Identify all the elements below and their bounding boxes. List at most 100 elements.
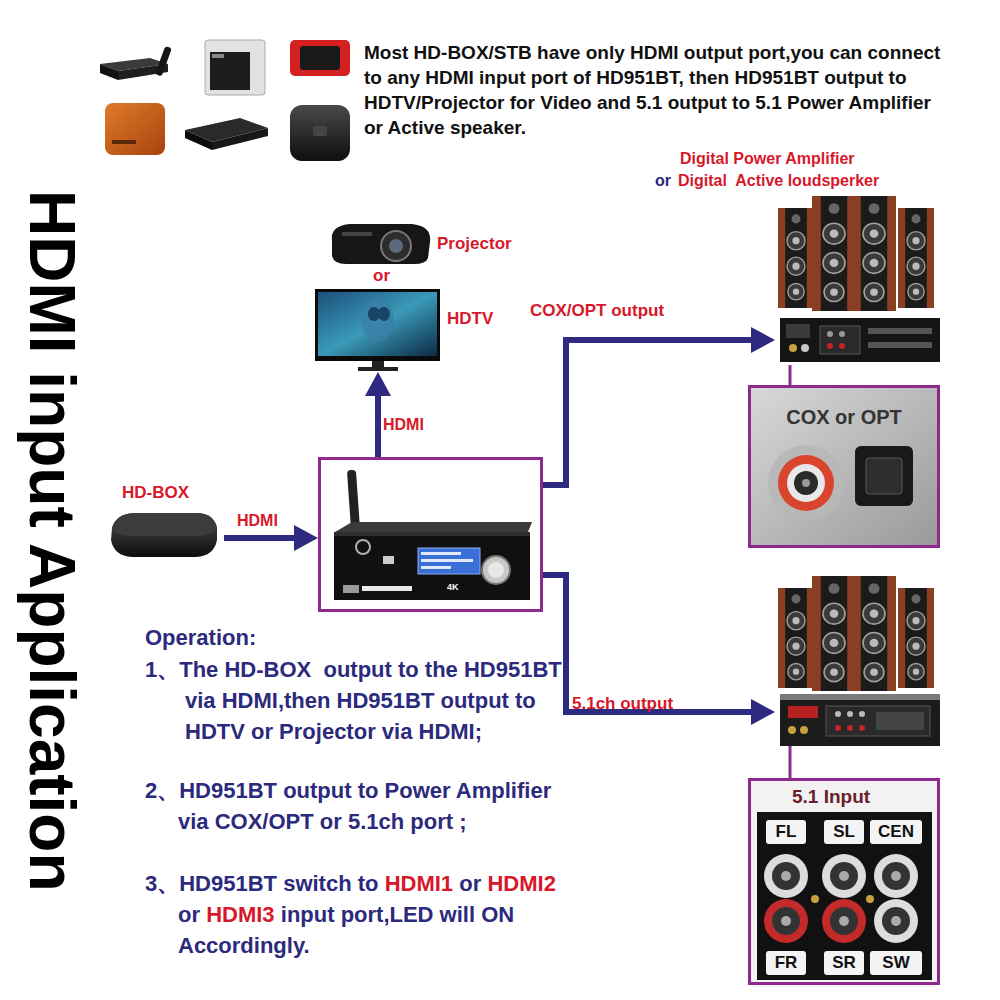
channel-label: SR xyxy=(824,953,864,973)
coaxial-optical-photo xyxy=(768,445,844,521)
edge-label: HDMI xyxy=(383,416,424,434)
five-one-input-panel xyxy=(764,899,808,943)
bottom-speakers xyxy=(898,588,934,688)
edge-label: COX/OPT output xyxy=(530,301,664,321)
bottom-speakers xyxy=(852,576,896,691)
connector xyxy=(543,575,775,725)
top-amplifier xyxy=(868,328,932,334)
projector-image xyxy=(381,231,411,261)
connector-line xyxy=(224,535,300,541)
hd-box-image xyxy=(112,513,217,536)
channel-label: SL xyxy=(824,822,864,842)
amplifier-leader-line xyxy=(789,746,792,779)
five-one-input-panel xyxy=(870,951,922,975)
node-text: HD-BOX xyxy=(122,483,189,503)
hd951bt-device-image xyxy=(362,586,412,591)
five-one-input-panel xyxy=(824,951,864,975)
five-one-input-panel xyxy=(766,951,806,975)
set-top-boxes xyxy=(112,140,136,144)
top-speakers xyxy=(778,196,934,311)
node-text: or xyxy=(373,266,390,286)
hd951bt-box: 4K xyxy=(318,457,543,612)
coaxial-optical-photo xyxy=(794,471,818,495)
set-top-boxes xyxy=(100,64,118,80)
five-one-input-panel xyxy=(822,854,866,898)
projector-image xyxy=(342,232,372,236)
operation-step: 3、HD951BT switch toHDMI1orHDMI2orHDMI3in… xyxy=(145,868,563,961)
coaxial-optical-photo xyxy=(802,479,810,487)
node-text: 5.1 Input xyxy=(792,786,870,808)
bottom-speakers xyxy=(812,576,856,691)
coaxial-optical-photo xyxy=(787,464,825,502)
top-amplifier xyxy=(827,331,833,337)
bottom-amplifier xyxy=(859,725,865,731)
node-text: Projector xyxy=(437,234,512,254)
set-top-boxes xyxy=(290,40,350,76)
projector-image xyxy=(389,239,403,253)
projector-image xyxy=(332,224,430,264)
hd951bt-device-image xyxy=(421,552,461,555)
top-amplifier xyxy=(789,344,797,352)
connector-line xyxy=(375,390,381,457)
channel-label: FL xyxy=(766,822,806,842)
connector xyxy=(790,365,791,385)
set-top-boxes xyxy=(100,40,350,161)
top-speakers xyxy=(812,196,856,311)
five-one-input-panel xyxy=(891,871,901,881)
five-one-input-panel xyxy=(750,780,939,984)
projector-image xyxy=(332,224,430,264)
five-one-input-panel xyxy=(781,871,791,881)
bottom-amplifier xyxy=(847,711,853,717)
hd-box-image xyxy=(111,513,217,557)
node-text: COX or OPT xyxy=(751,406,937,429)
five-one-input-panel xyxy=(822,899,866,943)
hdtv-image xyxy=(362,298,394,342)
hd-box-image xyxy=(111,513,217,557)
set-top-boxes xyxy=(155,46,172,77)
top-amplifier xyxy=(801,344,809,352)
five-one-input-panel xyxy=(882,907,910,935)
arrow-head xyxy=(365,372,391,396)
bottom-amplifier xyxy=(780,694,940,746)
five-one-input-panel xyxy=(882,862,910,890)
hdtv-image xyxy=(318,292,437,356)
bottom-amplifier xyxy=(876,712,924,730)
edge-label: HDMI xyxy=(237,512,278,530)
hd951bt-device-image xyxy=(488,562,504,578)
hdtv-image xyxy=(315,289,440,371)
top-amplifier xyxy=(839,343,845,349)
operation-text: 3、HD951BT switch to xyxy=(145,871,379,896)
bottom-amplifier xyxy=(835,725,841,731)
diagram-title: HDMI input Application xyxy=(20,190,84,892)
bottom-amplifier xyxy=(788,706,818,718)
five-one-input-panel xyxy=(766,820,806,844)
display-node: ProjectororHDTV xyxy=(315,222,440,372)
five-one-input-panel xyxy=(839,871,849,881)
top-amplifier xyxy=(839,331,845,337)
coaxial-optical-photo xyxy=(751,388,937,545)
edge-label: 5.1ch output xyxy=(572,694,673,714)
five-one-input-panel xyxy=(781,916,791,926)
five-one-input-panel xyxy=(839,916,849,926)
set-top-boxes xyxy=(212,54,224,58)
hd951bt-device-image xyxy=(482,556,510,584)
channel-label: CEN xyxy=(870,822,922,842)
bottom-amplifier xyxy=(780,694,940,700)
hd951bt-device-image xyxy=(334,532,530,536)
hdtv-image xyxy=(378,307,390,321)
five-one-input-panel xyxy=(866,895,874,903)
hd951bt-device-image xyxy=(343,585,359,593)
five-one-input-panel xyxy=(811,895,819,903)
five-one-amplifier-node: 5.1 Input xyxy=(775,575,940,985)
coaxial-optical-photo xyxy=(855,446,913,506)
bottom-amplifier xyxy=(847,725,853,731)
hd951bt-device-image xyxy=(421,559,473,562)
connector-line xyxy=(543,575,757,712)
bottom-speakers xyxy=(778,576,934,691)
five-one-input-panel xyxy=(824,820,864,844)
bottom-amplifier xyxy=(788,726,796,734)
five-one-input-panel xyxy=(772,862,800,890)
top-amplifier xyxy=(780,318,940,362)
five-one-input-panel xyxy=(891,916,901,926)
hd951bt-device-image xyxy=(383,556,394,564)
